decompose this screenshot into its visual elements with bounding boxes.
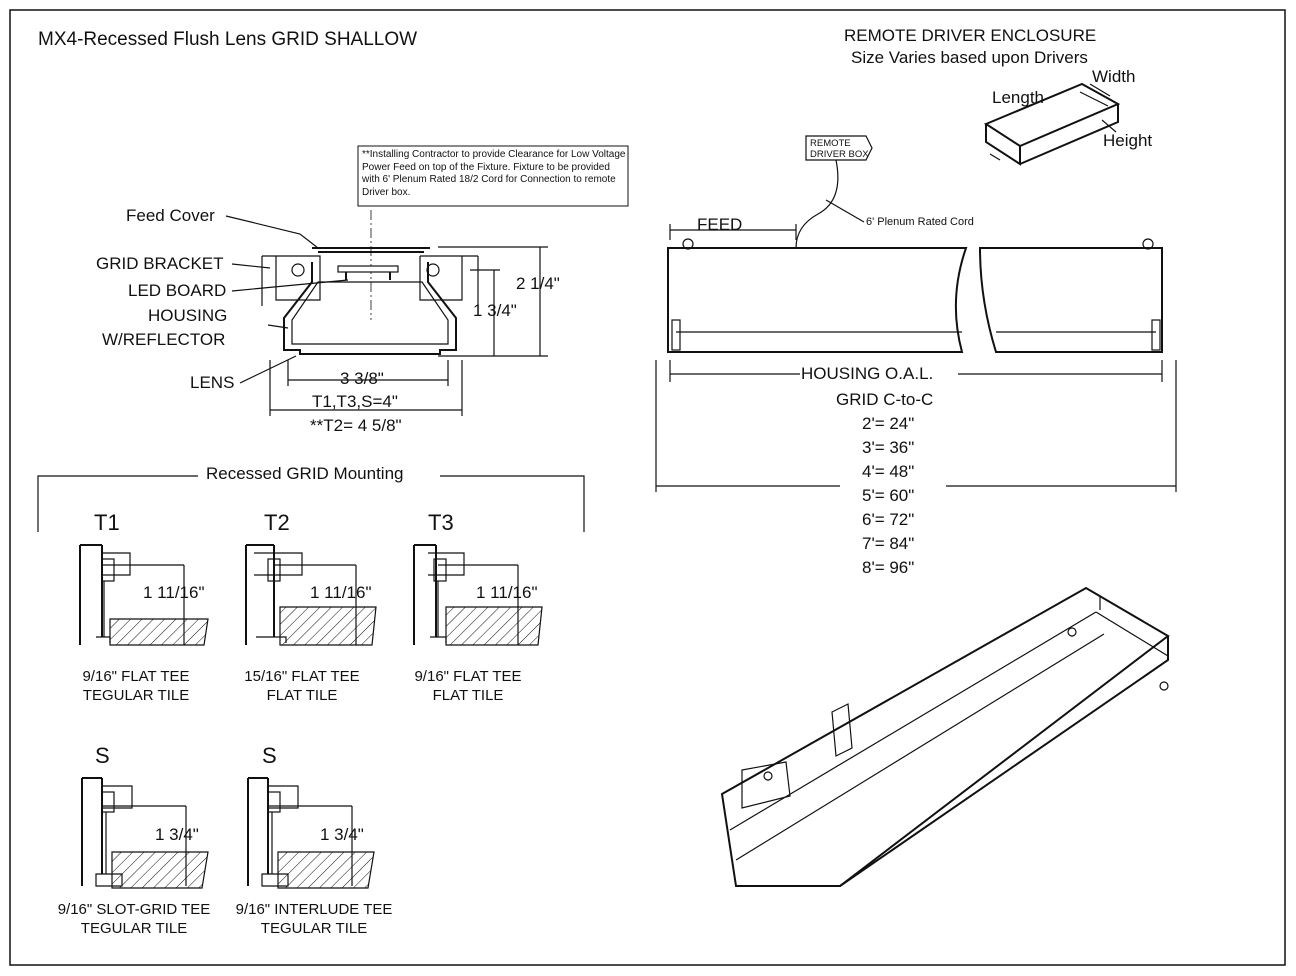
callout-reflector: W/REFLECTOR [102,330,226,349]
mount-dim-s-interlude: 1 3/4" [320,825,364,844]
callout-feed-cover: Feed Cover [126,206,215,225]
mount-caption-t2: 15/16" FLAT TEE FLAT TILE [216,667,388,705]
dim-width-t2: **T2= 4 5/8" [310,416,402,435]
size-3ft: 3'= 36" [862,438,915,457]
mount-code-s-interlude: S [262,743,277,768]
mount-dim-t1: 1 11/16" [143,583,205,602]
driver-enclosure-drawing [983,82,1121,166]
mount-code-t1: T1 [94,510,120,535]
mount-s-interlude-line2: TEGULAR TILE [260,920,368,937]
mount-code-s-slot: S [95,743,110,768]
installation-note: **Installing Contractor to provide Clear… [362,149,626,198]
size-6ft: 6'= 72" [862,510,915,529]
mount-code-t2: T2 [264,510,290,535]
mount-code-t3: T3 [428,510,454,535]
mount-dim-t3: 1 11/16" [476,583,538,602]
driver-width-label: Width [1092,67,1136,86]
mount-dim-s-slot: 1 3/4" [155,825,199,844]
mounting-section-frame [37,475,585,532]
mount-t1-line2: TEGULAR TILE [82,687,190,704]
mount-detail-s-interlude [247,777,375,889]
remote-driver-box-tag: REMOTE DRIVER BOX [810,138,869,160]
mount-s-slot-line2: TEGULAR TILE [80,920,188,937]
mount-t1-line1: 9/16" FLAT TEE [82,668,190,685]
mount-detail-t2 [245,544,377,646]
mount-detail-t3 [413,544,543,646]
mount-detail-t1 [79,544,209,646]
mount-t3-line2: FLAT TILE [432,687,504,704]
callout-housing: HOUSING [148,306,228,325]
feed-label: FEED [697,215,743,234]
housing-oal-label: HOUSING O.A.L. [801,364,934,383]
mounting-heading: Recessed GRID Mounting [206,464,404,483]
isometric-fixture-drawing [720,586,1170,887]
mount-caption-t3: 9/16" FLAT TEE FLAT TILE [382,667,554,705]
mount-dim-t2: 1 11/16" [310,583,372,602]
size-7ft: 7'= 84" [862,534,915,553]
section-view-drawing [225,145,629,416]
mount-t2-line2: FLAT TILE [266,687,338,704]
dim-overall-height: 2 1/4" [516,274,560,293]
driver-length-label: Length [992,88,1044,107]
size-2ft: 2'= 24" [862,414,915,433]
mount-caption-s-interlude: 9/16" INTERLUDE TEE TEGULAR TILE [216,900,412,938]
size-8ft: 8'= 96" [862,558,915,577]
mount-s-slot-line1: 9/16" SLOT-GRID TEE [57,901,211,918]
dim-lens-width: 3 3/8" [340,369,384,388]
remote-box-line1: REMOTE [810,138,851,149]
mount-caption-s-slot: 9/16" SLOT-GRID TEE TEGULAR TILE [36,900,232,938]
mount-t3-line1: 9/16" FLAT TEE [414,668,522,685]
mount-detail-s-slot [81,777,209,889]
driver-height-label: Height [1103,131,1153,150]
remote-box-line2: DRIVER BOX [810,149,869,160]
cord-label: 6' Plenum Rated Cord [866,216,974,228]
driver-subheading: Size Varies based upon Drivers [851,48,1088,67]
dim-housing-height: 1 3/4" [473,301,517,320]
size-5ft: 5'= 60" [862,486,915,505]
sheet-border [9,9,1286,966]
page-title: MX4-Recessed Flush Lens GRID SHALLOW [38,29,418,50]
elevation-drawing [655,135,1177,492]
size-4ft: 4'= 48" [862,462,915,481]
mount-t2-line1: 15/16" FLAT TEE [244,668,360,685]
mount-s-interlude-line1: 9/16" INTERLUDE TEE [235,901,393,918]
note-box [357,145,629,207]
dim-width-t1t3s: T1,T3,S=4" [312,392,398,411]
callout-lens: LENS [190,373,235,392]
mount-caption-t1: 9/16" FLAT TEE TEGULAR TILE [50,667,222,705]
driver-heading: REMOTE DRIVER ENCLOSURE [844,26,1097,45]
callout-led-board: LED BOARD [128,281,227,300]
callout-grid-bracket: GRID BRACKET [96,254,224,273]
grid-ctc-label: GRID C-to-C [836,390,934,409]
